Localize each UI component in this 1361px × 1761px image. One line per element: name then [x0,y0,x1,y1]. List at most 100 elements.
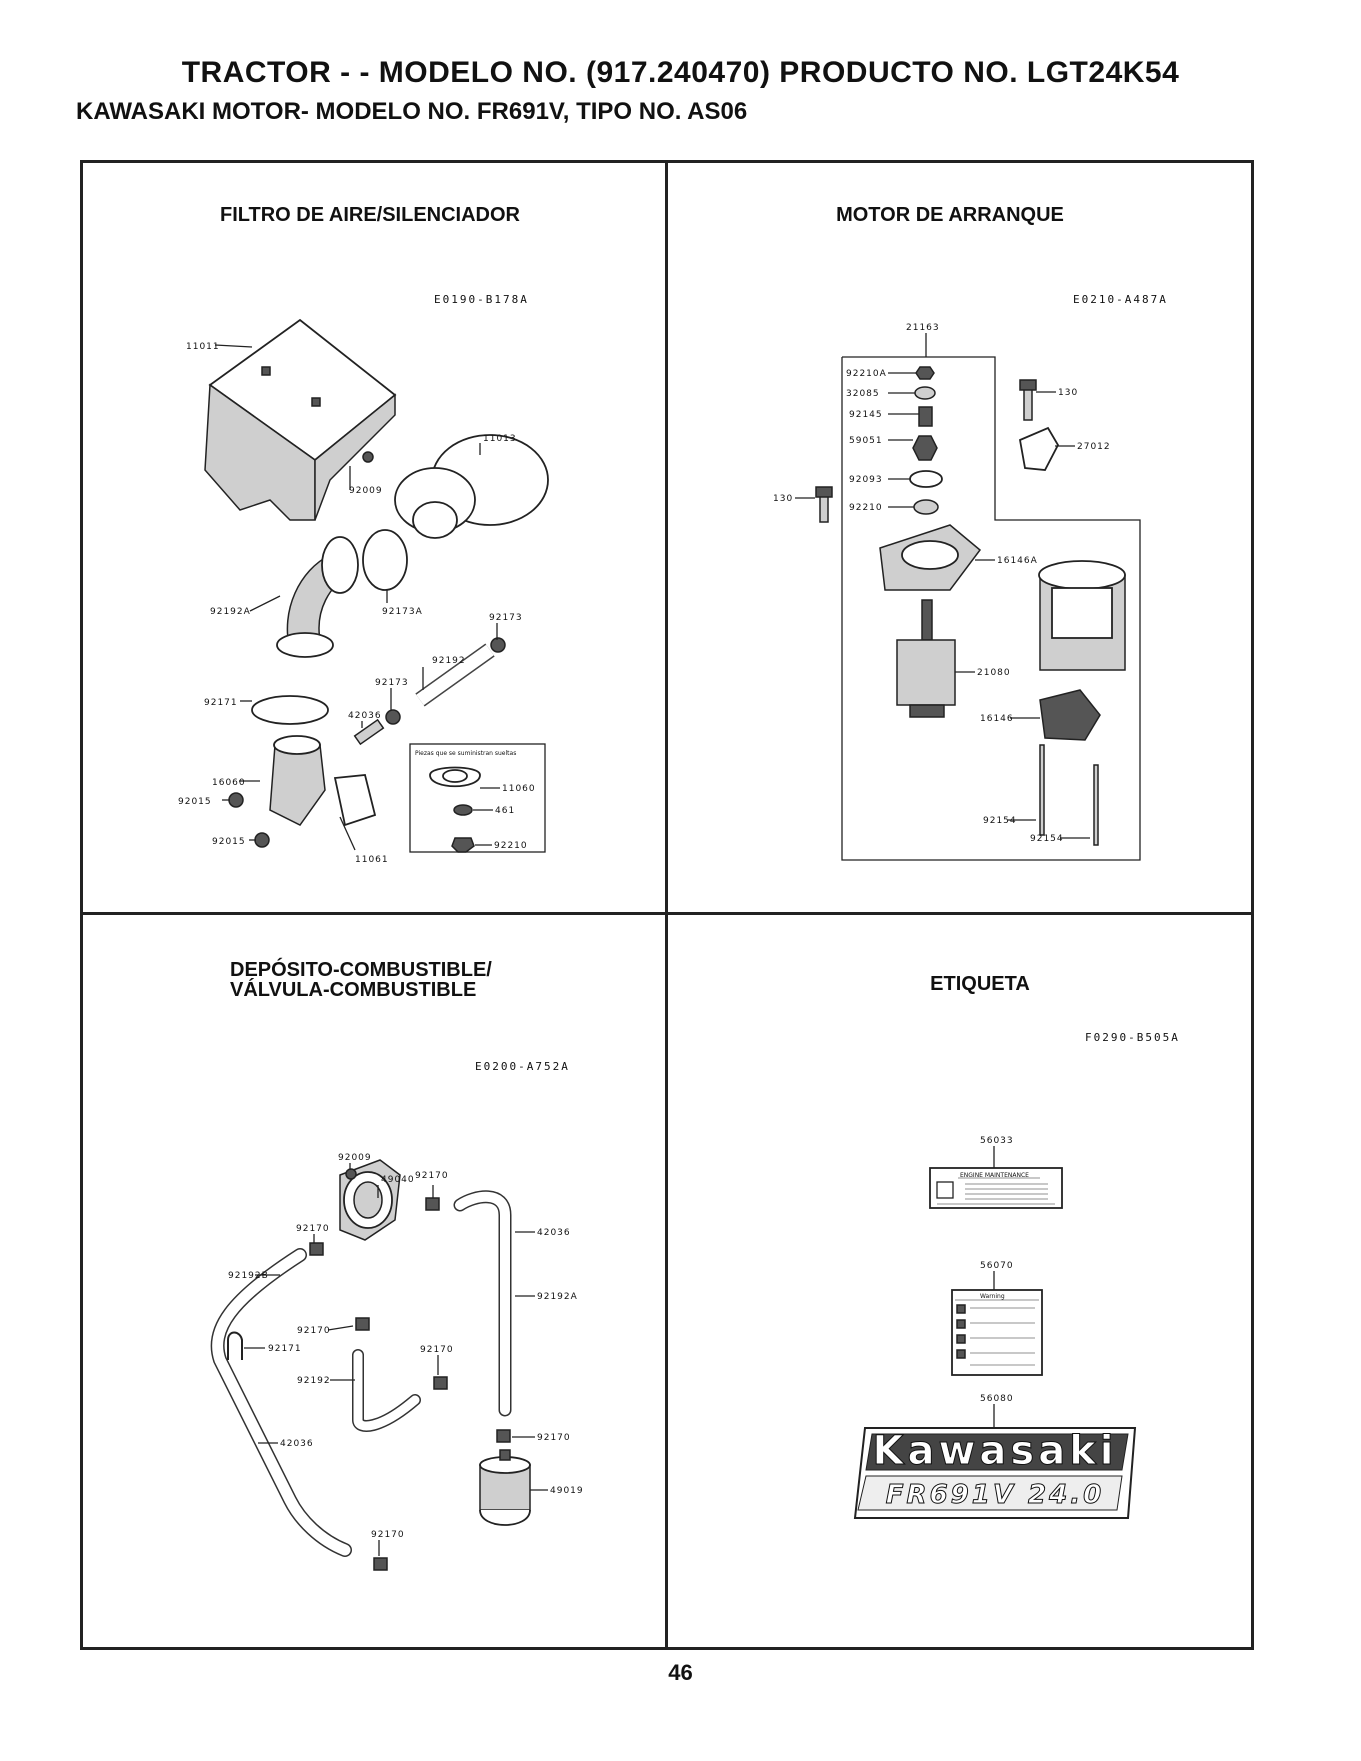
bolt-92009 [345,1168,357,1180]
part-label: 92192A [210,607,251,617]
part-label: 92210 [849,503,883,513]
part-label: 92170 [420,1345,454,1355]
breather-hose-92192 [415,643,495,707]
decal-56080-brand: Kawasaki [872,1428,1117,1474]
part-label: 92170 [537,1433,571,1443]
part-label: 32085 [846,389,880,399]
part-label: 59051 [849,436,883,446]
part-label: 49040 [381,1175,415,1185]
part-label: 92171 [268,1344,302,1354]
clamp-92170-c [355,1317,370,1331]
part-label: 92192B [228,1271,269,1281]
part-label: 11011 [186,342,220,352]
part-label: 21163 [906,323,940,333]
part-label: 92173A [382,607,423,617]
fitting-42036 [353,718,385,746]
through-bolt-92154-a [1039,744,1045,836]
armature-21080 [896,599,956,718]
section-title-fuel-line1: DEPÓSITO-COMBUSTIBLE/ [230,959,492,981]
clamp-92173-top [490,637,506,653]
part-label: 92192A [537,1292,578,1302]
decal-warning-56070: Warning [951,1289,1043,1376]
clamp-92170-d [433,1376,448,1390]
decal-engine-maintenance-56033: ENGINE MAINTENANCE [929,1167,1063,1209]
clamp-92173-mid [385,709,401,725]
fuel-filter-49019 [479,1449,531,1526]
section-title-air-filter: FILTRO DE AIRE/SILENCIADOR [220,204,520,226]
part-label: 92173 [489,613,523,623]
part-label: 11060 [502,784,536,794]
frame-divider-vertical [665,160,668,1650]
part-label: 42036 [348,711,382,721]
page-number: 46 [668,1660,693,1685]
part-label: 92154 [1030,834,1064,844]
part-label: 21080 [977,668,1011,678]
part-label: 92009 [338,1153,372,1163]
clamp-92170-b [309,1242,324,1256]
bolt-92009 [362,451,374,463]
decal-56070-heading: Warning [980,1293,1005,1300]
part-label: 92015 [212,837,246,847]
part-label: 92093 [849,475,883,485]
part-label: 11061 [355,855,389,865]
brush-holder-16146 [1039,689,1101,741]
part-label: 92009 [349,486,383,496]
section-title-fuel: DEPÓSITO-COMBUSTIBLE/ VÁLVULA-COMBUSTIBL… [230,960,530,1000]
section-code-air-filter: E0190-B178A [434,293,529,306]
part-label: 56070 [980,1261,1014,1271]
section-code-fuel: E0200-A752A [475,1060,570,1073]
part-label: 130 [1058,388,1078,398]
part-label: 92192 [432,656,466,666]
clamp-92170-e [496,1429,511,1443]
part-label: 92170 [296,1224,330,1234]
page-subtitle: KAWASAKI MOTOR- MODELO NO. FR691V, TIPO … [76,98,748,125]
loose-parts-box: Piezas que se suministran sueltas 11060 … [409,743,546,853]
bracket-27012 [1018,426,1060,471]
part-label: 92145 [849,410,883,420]
part-label: 42036 [280,1439,314,1449]
air-hose-elbow [276,536,359,658]
frame-divider-horizontal [80,912,1254,915]
gasket-11061 [333,774,377,827]
part-label: 92171 [204,698,238,708]
part-label: 461 [495,806,515,816]
part-label: 130 [773,494,793,504]
part-label: 92154 [983,816,1017,826]
decal-kawasaki-56080: Kawasaki FR691V 24.0 [853,1427,1137,1519]
part-label: 92170 [415,1171,449,1181]
page-title: TRACTOR - - MODELO NO. (917.240470) PROD… [181,56,1180,89]
section-title-label: ETIQUETA [930,973,1030,995]
part-label: 16146A [997,556,1038,566]
part-label: 92210A [846,369,887,379]
part-label: 49019 [550,1486,584,1496]
part-label: 16146 [980,714,1014,724]
part-label: 92170 [371,1530,405,1540]
clamp-92170-f [373,1557,388,1571]
part-label: 16060 [212,778,246,788]
part-label: 92173 [375,678,409,688]
clamp-92171 [251,695,329,725]
section-title-fuel-line2: VÁLVULA-COMBUSTIBLE [230,979,477,1001]
section-code-label: F0290-B505A [1085,1031,1180,1044]
clamp-92173a [362,529,408,591]
part-label: 42036 [537,1228,571,1238]
part-label: 56080 [980,1394,1014,1404]
through-bolt-92154-b [1093,764,1099,846]
decal-56033-heading: ENGINE MAINTENANCE [960,1172,1029,1179]
part-label: 56033 [980,1136,1014,1146]
part-label: 92192 [297,1376,331,1386]
part-label: 92210 [494,841,528,851]
air-filter-element [394,434,549,539]
part-label: 11013 [483,434,517,444]
section-title-starter: MOTOR DE ARRANQUE [836,204,1064,226]
part-label: 92015 [178,797,212,807]
section-code-starter: E0210-A487A [1073,293,1168,306]
part-label: 27012 [1077,442,1111,452]
air-cleaner-housing [204,318,397,521]
part-label: 92170 [297,1326,331,1336]
loose-parts-note: Piezas que se suministran sueltas [415,750,516,757]
